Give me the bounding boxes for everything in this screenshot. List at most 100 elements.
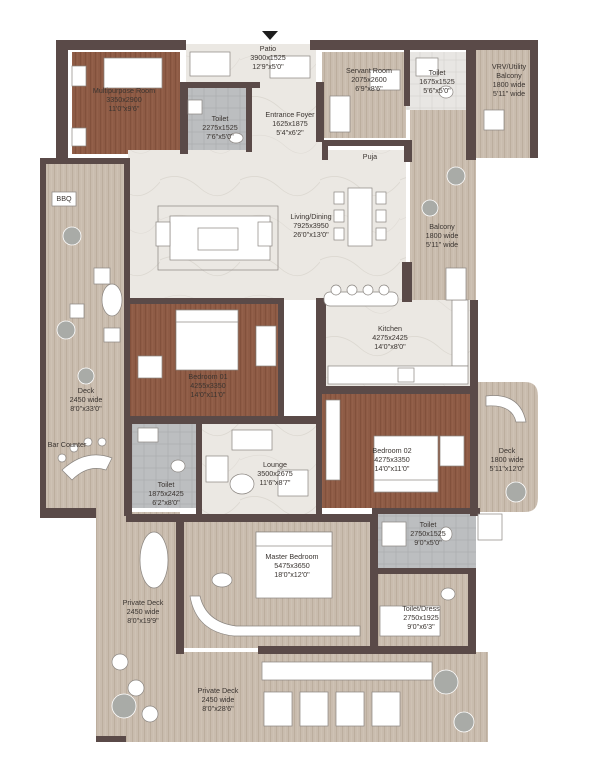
multipurpose-size: 3350x2900 bbox=[106, 95, 142, 104]
private-deck-2-name: Private Deck bbox=[197, 686, 239, 695]
multipurpose-imperial: 11'0"x9'6" bbox=[108, 104, 140, 113]
vrv-label: VRV/Utility Balcony 1800 wide 5'11" wide bbox=[480, 62, 538, 98]
toilet-dress-name: Toilet/Dress bbox=[402, 604, 440, 613]
bedroom1-imperial: 14'0"x11'0" bbox=[190, 390, 226, 399]
toilet-dress-size: 2750x1925 bbox=[403, 613, 439, 622]
servant-size: 2075x2600 bbox=[351, 75, 387, 84]
lounge-name: Lounge bbox=[263, 460, 287, 469]
deck-left-imperial: 8'0"x33'0" bbox=[70, 404, 102, 413]
bedroom1-name: Bedroom 01 bbox=[188, 372, 228, 381]
toilet-a-label: Toilet 2275x1525 7'6"x5'0" bbox=[192, 114, 248, 141]
puja-label: Puja bbox=[352, 152, 388, 161]
multipurpose-bed bbox=[103, 57, 163, 89]
deck-right-name: Deck bbox=[498, 446, 516, 455]
deck-right-size: 1800 wide bbox=[490, 455, 524, 464]
lounge-label: Lounge 3500x2675 11'6"x8'7" bbox=[246, 460, 304, 487]
balcony-label: Balcony 1800 wide 5'11" wide bbox=[414, 222, 470, 249]
patio-imperial: 12'9"x5'0" bbox=[252, 62, 284, 71]
bedroom2-size: 4275x3350 bbox=[374, 455, 410, 464]
bedroom2-imperial: 14'0"x11'0" bbox=[374, 464, 410, 473]
deck-right-label: Deck 1800 wide 5'11"x12'0" bbox=[480, 446, 534, 473]
bbq-label: BBQ bbox=[52, 194, 76, 203]
foyer-floor bbox=[252, 82, 322, 150]
toilet-b-size: 1675x1525 bbox=[419, 77, 455, 86]
patio-name: Patio bbox=[259, 44, 277, 53]
entrance-size: 1625x1875 bbox=[272, 119, 308, 128]
living-label: Living/Dining 7925x3950 26'0"x13'0" bbox=[276, 212, 346, 239]
private-deck-2-size: 2450 wide bbox=[201, 695, 235, 704]
toilet-b-imperial: 5'6"x5'0" bbox=[423, 86, 451, 95]
kitchen-name: Kitchen bbox=[378, 324, 402, 333]
vrv-imperial: 5'11" wide bbox=[492, 89, 526, 98]
lounge-size: 3500x2675 bbox=[257, 469, 293, 478]
lounge-imperial: 11'6"x8'7" bbox=[259, 478, 291, 487]
master-label: Master Bedroom 5475x3650 18'0"x12'0" bbox=[252, 552, 332, 579]
toilet-b-name: Toilet bbox=[428, 68, 446, 77]
dining-table bbox=[347, 187, 373, 247]
living-size: 7925x3950 bbox=[293, 221, 329, 230]
private-deck-1-size: 2450 wide bbox=[126, 607, 160, 616]
bedroom2-label: Bedroom 02 4275x3350 14'0"x11'0" bbox=[360, 446, 424, 473]
vrv-name-line: VRV/Utility Balcony bbox=[491, 62, 527, 80]
living-name: Living/Dining bbox=[290, 212, 332, 221]
private-deck-2-label: Private Deck 2450 wide 8'0"x28'6" bbox=[186, 686, 250, 713]
furniture bbox=[51, 51, 527, 727]
deck-left-name: Deck bbox=[77, 386, 95, 395]
bedroom1-size: 4255x3350 bbox=[190, 381, 226, 390]
kitchen-label: Kitchen 4275x2425 14'0"x8'0" bbox=[362, 324, 418, 351]
vrv-size: 1800 wide bbox=[492, 80, 526, 89]
entrance-name: Entrance Foyer bbox=[265, 110, 315, 119]
master-imperial: 18'0"x12'0" bbox=[274, 570, 310, 579]
vrv-floor bbox=[476, 48, 536, 158]
toilet-d-imperial: 9'0"x5'0" bbox=[414, 538, 442, 547]
private-deck-1-name: Private Deck bbox=[122, 598, 164, 607]
entrance-label: Entrance Foyer 1625x1875 5'4"x6'2" bbox=[262, 110, 318, 137]
master-size: 5475x3650 bbox=[274, 561, 310, 570]
private-deck-2-imperial: 8'0"x28'6" bbox=[202, 704, 234, 713]
deck-right-imperial: 5'11"x12'0" bbox=[489, 464, 525, 473]
bbq-name: BBQ bbox=[56, 194, 72, 203]
deck-left-label: Deck 2450 wide 8'0"x33'0" bbox=[58, 386, 114, 413]
balcony-imperial: 5'11" wide bbox=[425, 240, 459, 249]
puja-name: Puja bbox=[362, 152, 378, 161]
toilet-b-label: Toilet 1675x1525 5'6"x5'0" bbox=[412, 68, 462, 95]
servant-label: Servant Room 2075x2600 6'9"x8'6" bbox=[338, 66, 400, 93]
private-deck-1-floor bbox=[96, 512, 180, 652]
servant-name: Servant Room bbox=[346, 66, 392, 75]
toilet-c-name: Toilet bbox=[157, 480, 175, 489]
toilet-c-label: Toilet 1875x2425 6'2"x8'0" bbox=[138, 480, 194, 507]
toilet-a-name: Toilet bbox=[211, 114, 229, 123]
bar-label: Bar Counter bbox=[44, 440, 90, 449]
private-deck-1-imperial: 8'0"x19'9" bbox=[127, 616, 159, 625]
living-imperial: 26'0"x13'0" bbox=[293, 230, 329, 239]
balcony-size: 1800 wide bbox=[425, 231, 459, 240]
patio-label: Patio 3900x1525 12'9"x5'0" bbox=[238, 44, 298, 71]
bar-name: Bar Counter bbox=[47, 440, 87, 449]
servant-imperial: 6'9"x8'6" bbox=[355, 84, 383, 93]
deck-left-size: 2450 wide bbox=[69, 395, 103, 404]
multipurpose-name: Multipurpose Room bbox=[92, 86, 156, 95]
bedroom2-name: Bedroom 02 bbox=[372, 446, 412, 455]
toilet-a-size: 2275x1525 bbox=[202, 123, 238, 132]
master-name: Master Bedroom bbox=[265, 552, 319, 561]
kitchen-imperial: 14'0"x8'0" bbox=[374, 342, 406, 351]
plants bbox=[56, 166, 527, 733]
entrance-imperial: 5'4"x6'2" bbox=[276, 128, 304, 137]
walls bbox=[40, 40, 538, 742]
toilet-c-size: 1875x2425 bbox=[148, 489, 184, 498]
toilet-dress-imperial: 9'0"x6'3" bbox=[407, 622, 435, 631]
kitchen-size: 4275x2425 bbox=[372, 333, 408, 342]
bedroom1-label: Bedroom 01 4255x3350 14'0"x11'0" bbox=[176, 372, 240, 399]
entrance-arrow-icon bbox=[262, 31, 278, 40]
patio-size: 3900x1525 bbox=[250, 53, 286, 62]
toilet-d-name: Toilet bbox=[419, 520, 437, 529]
toilet-d-size: 2750x1525 bbox=[410, 529, 446, 538]
toilet-d-label: Toilet 2750x1525 9'0"x5'0" bbox=[402, 520, 454, 547]
private-deck-1-label: Private Deck 2450 wide 8'0"x19'9" bbox=[114, 598, 172, 625]
toilet-dress-label: Toilet/Dress 2750x1925 9'0"x6'3" bbox=[390, 604, 452, 631]
toilet-c-imperial: 6'2"x8'0" bbox=[152, 498, 180, 507]
toilet-a-imperial: 7'6"x5'0" bbox=[206, 132, 234, 141]
multipurpose-label: Multipurpose Room 3350x2900 11'0"x9'6" bbox=[84, 86, 164, 113]
balcony-name: Balcony bbox=[429, 222, 455, 231]
